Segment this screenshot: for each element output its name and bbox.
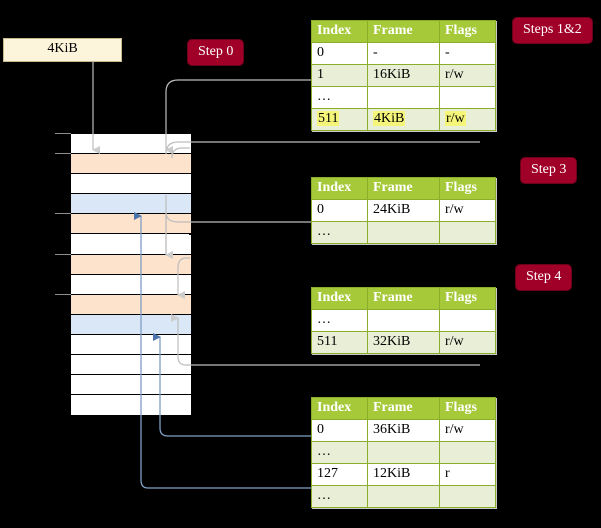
table-row: … [311, 309, 496, 332]
cell-flags: r/w [439, 419, 496, 442]
cell-frame: 4KiB [367, 108, 440, 131]
cell-index: … [311, 309, 368, 332]
column-header-frame: Frame [367, 397, 440, 420]
cell-frame [367, 309, 440, 332]
memory-frame [71, 355, 191, 376]
column-header-index: Index [311, 20, 368, 43]
column-header-frame: Frame [367, 287, 440, 310]
cell-index: … [311, 221, 368, 244]
cell-frame: 16KiB [367, 64, 440, 87]
cell-frame: 12KiB [367, 463, 440, 486]
badge-step-4: Step 4 [516, 265, 572, 290]
cell-frame: 36KiB [367, 419, 440, 442]
memory-frame [71, 234, 191, 255]
column-header-frame: Frame [367, 177, 440, 200]
cell-index: … [311, 485, 368, 508]
cell-frame: - [367, 42, 440, 65]
memory-frame [71, 375, 191, 396]
memory-frame [71, 194, 191, 215]
table-row: … [311, 485, 496, 508]
physical-memory-column [70, 133, 191, 416]
column-header-flags: Flags [439, 177, 496, 200]
cell-flags: r/w [439, 108, 496, 131]
cell-flags [439, 221, 496, 244]
memory-frame [71, 174, 191, 195]
badge-steps-1-2: Steps 1&2 [513, 18, 592, 43]
cell-frame [367, 86, 440, 109]
memory-frame [71, 214, 191, 235]
virtual-address-box: 4KiB [3, 38, 122, 62]
column-header-index: Index [311, 397, 368, 420]
memory-frame [71, 314, 191, 335]
column-header-flags: Flags [439, 287, 496, 310]
column-header-flags: Flags [439, 20, 496, 43]
wire-l4-left [165, 141, 480, 155]
memory-frame [71, 294, 191, 315]
cell-flags [439, 309, 496, 332]
table-row: … [311, 441, 496, 464]
cell-index: 511 [311, 331, 368, 354]
memory-frame-stub [55, 253, 71, 255]
highlighted-value: 4KiB [373, 111, 406, 126]
cell-flags: r/w [439, 199, 496, 222]
cell-frame [367, 485, 440, 508]
memory-frame-stub [55, 133, 71, 134]
table-row: 0-- [311, 42, 496, 65]
cell-index: 1 [311, 64, 368, 87]
cell-flags: r/w [439, 331, 496, 354]
cell-flags [439, 485, 496, 508]
memory-frame [71, 335, 191, 356]
cell-frame [367, 221, 440, 244]
cell-index: 0 [311, 42, 368, 65]
cell-flags: r/w [439, 64, 496, 87]
column-header-index: Index [311, 287, 368, 310]
memory-frame-stub [55, 153, 71, 155]
cell-frame: 24KiB [367, 199, 440, 222]
cell-index: 0 [311, 419, 368, 442]
cell-index: 127 [311, 463, 368, 486]
table-row: … [311, 86, 496, 109]
column-header-flags: Flags [439, 397, 496, 420]
cell-flags [439, 441, 496, 464]
memory-frame [71, 274, 191, 295]
badge-step-0: Step 0 [188, 40, 244, 65]
cell-index: … [311, 86, 368, 109]
cell-flags [439, 86, 496, 109]
memory-frame-stub [55, 213, 71, 215]
cell-frame [367, 441, 440, 464]
cell-flags: - [439, 42, 496, 65]
table-row: … [311, 221, 496, 244]
memory-frame [71, 254, 191, 275]
column-header-index: Index [311, 177, 368, 200]
cell-frame: 32KiB [367, 331, 440, 354]
table-row: 511 4KiB r/w [311, 108, 496, 131]
cell-index: 511 [311, 108, 368, 131]
memory-frame-stub [55, 293, 71, 295]
cell-index: 0 [311, 199, 368, 222]
badge-step-3: Step 3 [521, 158, 577, 183]
highlighted-value: 511 [317, 111, 340, 126]
cell-index: … [311, 441, 368, 464]
memory-frame [71, 154, 191, 175]
memory-frame [71, 134, 191, 155]
highlighted-value: r/w [445, 111, 466, 126]
column-header-frame: Frame [367, 20, 440, 43]
memory-frame [71, 395, 191, 416]
cell-flags: r [439, 463, 496, 486]
